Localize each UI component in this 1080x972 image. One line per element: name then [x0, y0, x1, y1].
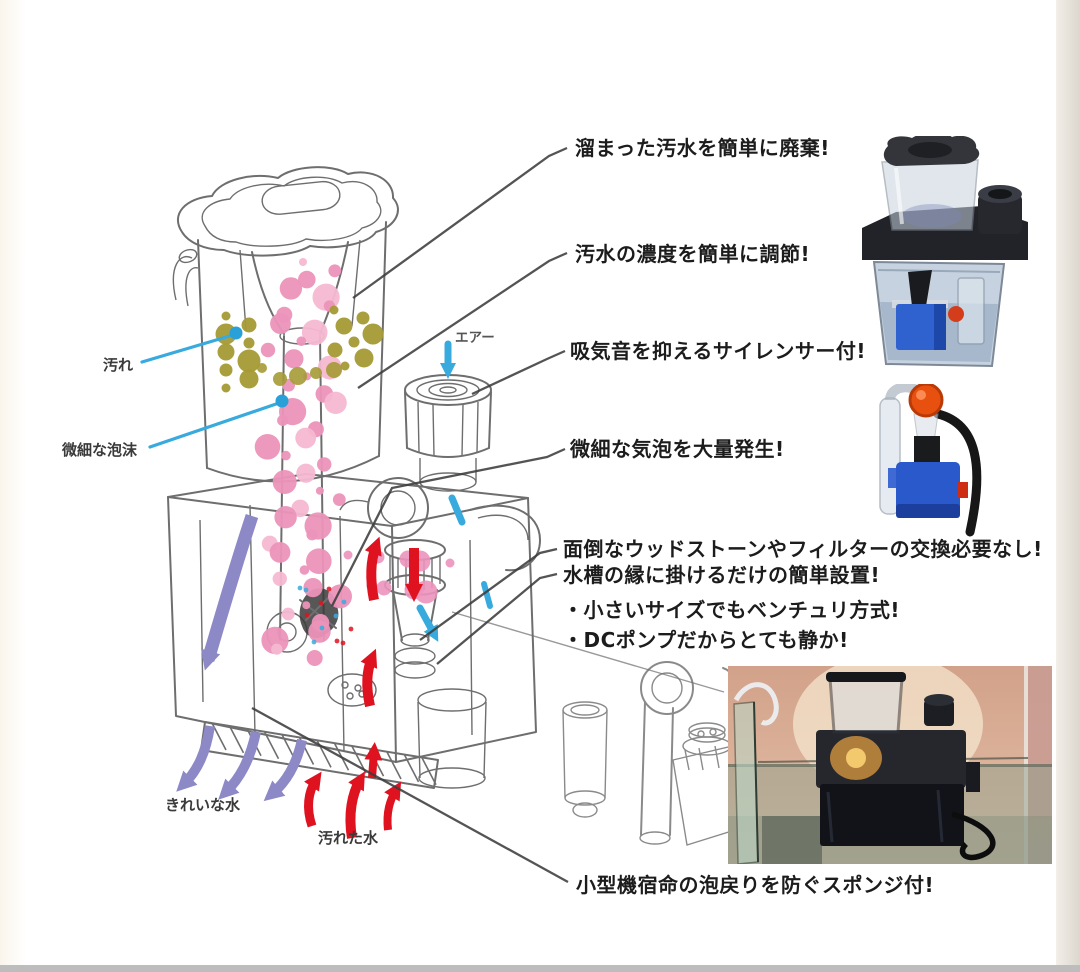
- dirt-dots: [215, 305, 384, 393]
- feature-no-woodstone: 面倒なウッドストーンやフィルターの交換必要なし!: [563, 537, 1043, 561]
- feature-silencer: 吸気音を抑えるサイレンサー付!: [570, 339, 867, 363]
- dirty-water-arrow: [345, 771, 365, 839]
- feature-discard-wastewater: 溜まった汚水を簡単に廃棄!: [575, 136, 830, 160]
- photo-collection-cup: [860, 136, 1030, 260]
- air-dash: [481, 581, 493, 609]
- skimmer-line-art: [167, 166, 725, 789]
- label-air: エアー: [455, 330, 495, 346]
- feature-adjust-concentration: 汚水の濃度を簡単に調節!: [575, 242, 811, 266]
- clean-water-arrow: [176, 725, 215, 792]
- feature-sponge: 小型機宿命の泡戻りを防ぐスポンジ付!: [576, 873, 935, 897]
- label-dirt: 汚れ: [103, 356, 134, 374]
- internal-downflow-arrow: [201, 513, 259, 671]
- dirty-water-arrow: [304, 771, 322, 828]
- left-edge-band: [0, 0, 26, 972]
- label-pointers: [140, 326, 289, 449]
- internal-upflow-arrow: [364, 536, 382, 601]
- feature-venturi: ・小さいサイズでもベンチュリ方式!: [563, 598, 901, 622]
- label-dirty-water: 汚れた水: [318, 829, 379, 847]
- feature-fine-bubbles: 微細な気泡を大量発生!: [570, 437, 785, 461]
- photo-venturi-pump-unit: [872, 384, 1006, 540]
- venturi-specks: [297, 585, 354, 646]
- flow-annotations: [176, 258, 493, 839]
- foam-bubbles: [254, 258, 455, 666]
- pump-assembly-line-art: [562, 661, 752, 846]
- photo-skimmer-on-tank: [728, 666, 1052, 864]
- feature-hang-on-tank: 水槽の縁に掛けるだけの簡単設置!: [563, 563, 881, 587]
- air-flow-arrow: [416, 604, 439, 642]
- photo-pump-in-reservoir: [866, 256, 1012, 372]
- clean-water-arrow: [218, 730, 261, 800]
- right-edge-band: [1056, 0, 1080, 972]
- leader-lines: [251, 146, 569, 884]
- clean-water-arrow: [263, 738, 307, 802]
- foam-pointer-dot: [275, 394, 289, 408]
- air-dash: [448, 494, 466, 526]
- label-clean-water: きれいな水: [165, 796, 241, 814]
- label-fine-foam: 微細な泡沫: [62, 441, 138, 459]
- bottom-gray-bar: [0, 965, 1080, 972]
- feature-dc-pump-quiet: ・DCポンプだからとても静か!: [563, 628, 849, 652]
- dirty-water-arrow: [383, 781, 402, 831]
- internal-upflow-arrow: [360, 648, 378, 708]
- dirt-pointer-dot: [229, 326, 243, 340]
